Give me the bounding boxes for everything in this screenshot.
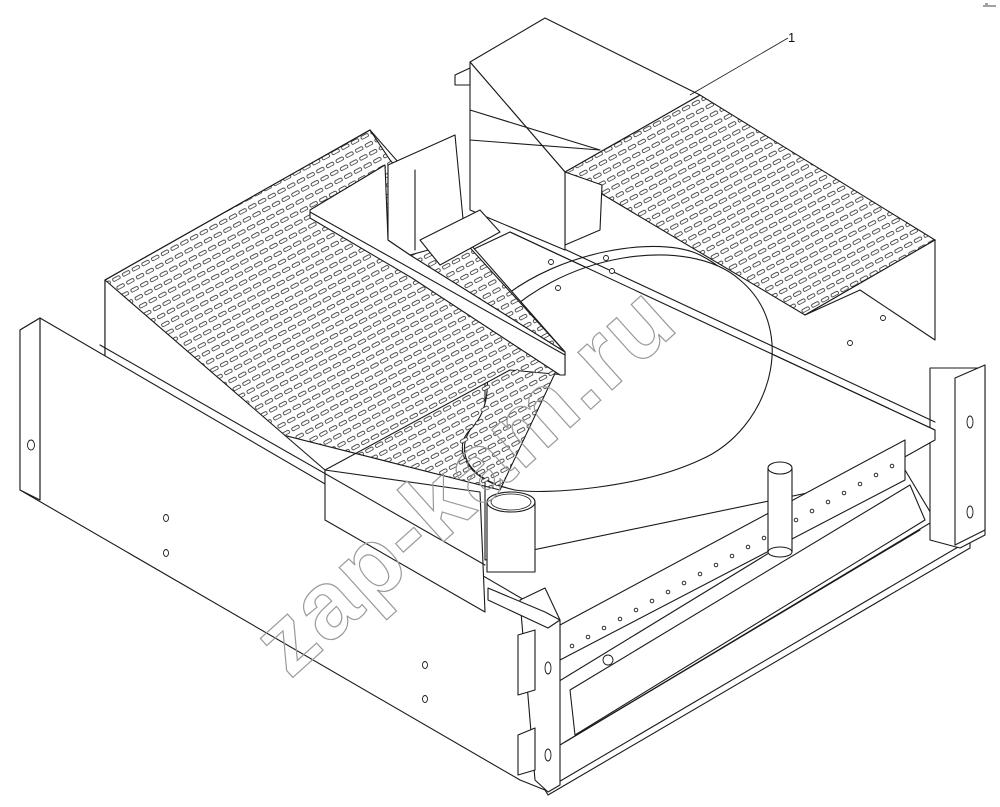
front-right-post (487, 587, 561, 793)
top-shroud (454, 17, 701, 251)
front-side-panel (19, 317, 546, 791)
filler-pipe (767, 461, 793, 558)
corner-mark (983, 3, 996, 7)
callout-1: 1 (689, 30, 795, 96)
right-grille-guard (563, 94, 937, 341)
lower-tank (559, 439, 926, 736)
outlet-pipe (486, 491, 536, 573)
callout-label: 1 (788, 30, 795, 45)
right-rear-post (929, 364, 986, 549)
inner-duct (387, 134, 501, 266)
